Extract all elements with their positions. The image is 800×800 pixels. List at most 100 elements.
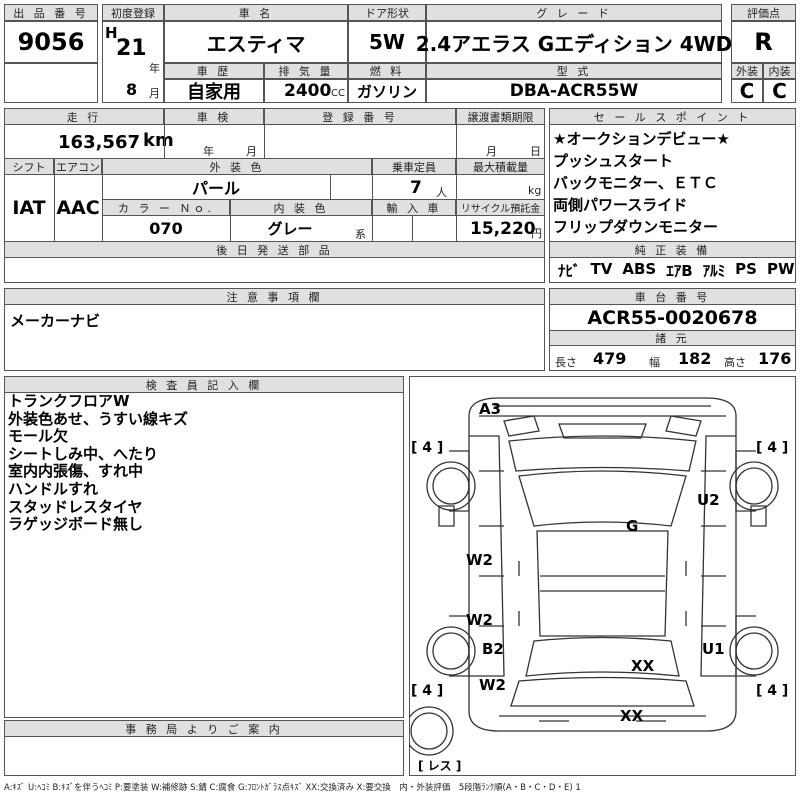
exterior-cell	[731, 79, 763, 103]
equipment-item: ABS	[622, 260, 657, 278]
caution-text: メーカーナビ	[10, 312, 101, 330]
door-label: ドア形状	[348, 4, 426, 21]
transfer-day-unit: 日	[530, 145, 541, 158]
score-value: R	[754, 28, 773, 56]
chassis-label: 車 台 番 号	[549, 288, 796, 305]
lot-no-empty	[4, 63, 98, 103]
max-load-label: 最大積載量	[456, 158, 545, 175]
sales-points-label: セ ー ル ス ポ イ ン ト	[549, 108, 796, 125]
inspector-note: ハンドルすれ	[8, 479, 99, 498]
history-cell	[164, 79, 264, 103]
sales-point-item: ★オークションデビュー★	[553, 130, 730, 148]
first-reg-era: H	[105, 24, 118, 42]
capacity-label: 乗車定員	[372, 158, 456, 175]
damage-mark: G	[626, 517, 639, 535]
first-reg-month-unit: 月	[149, 87, 160, 100]
car-name-cell	[164, 21, 348, 63]
max-load-unit: kg	[528, 184, 542, 197]
tire-badge-front-left: [ 4 ]	[411, 440, 444, 456]
model-value: DBA-ACR55W	[509, 81, 639, 101]
tire-badge-rear-left: [ 4 ]	[411, 683, 444, 699]
inspection-label: 車 検	[164, 108, 264, 125]
car-diagram-frame	[409, 376, 796, 776]
grade-label: グ レ ー ド	[426, 4, 722, 21]
recycle-label: リサイクル預託金	[456, 199, 545, 216]
door-value: 5W	[369, 30, 405, 54]
recycle-value: 15,220	[470, 219, 536, 239]
equipment-item: ｱﾙﾐ	[702, 262, 726, 280]
reg-no-label: 登 録 番 号	[264, 108, 456, 125]
damage-mark: XX	[620, 707, 644, 725]
equipment-item: ｴｱB	[666, 262, 693, 280]
shift-label: シフト	[4, 158, 54, 175]
length-value: 479	[593, 349, 627, 368]
transfer-label: 譲渡書類期限	[456, 108, 545, 125]
inspector-note: 外装色あせ、うすい線キズ	[8, 409, 189, 428]
recycle-unit: 円	[531, 227, 542, 240]
lot-no-value: 9056	[17, 28, 85, 56]
interior-label: 内装	[763, 63, 796, 79]
displacement-value: 2400	[284, 81, 332, 101]
inspector-note: ラゲッジボード無し	[8, 515, 144, 534]
damage-mark: W2	[466, 551, 493, 569]
lot-no-label: 出 品 番 号	[4, 4, 98, 21]
grade-cell	[426, 21, 722, 63]
damage-mark: W2	[479, 676, 506, 694]
displacement-label: 排 気 量	[264, 63, 348, 79]
int-color-label: 内 装 色	[230, 199, 372, 216]
legend-text: A:ｷｽﾞ U:ﾍｺﾐ B:ｷｽﾞを伴うﾍｺﾐ P:要塗装 W:補修跡 S:錆 …	[4, 783, 581, 793]
inspector-note: スタッドレスタイヤ	[8, 497, 143, 516]
capacity-unit: 人	[436, 186, 447, 199]
mileage-value: 163,567	[58, 131, 140, 153]
sales-points-list: ★オークションデビュー★ プッシュスタート バックモニター、ＥＴＣ 両側パワース…	[553, 128, 730, 238]
first-reg-cell	[102, 21, 164, 103]
equipment-list: ﾅﾋﾞ TV ABS ｴｱB ｱﾙﾐ PS PW	[558, 260, 795, 281]
office-label: 事 務 局 よ り ご 案 内	[4, 720, 404, 737]
later-parts-label: 後 日 発 送 部 品	[4, 241, 545, 258]
first-reg-year: 21	[116, 36, 147, 61]
model-label: 型 式	[426, 63, 722, 79]
aircon-label: エアコン	[54, 158, 102, 175]
inspector-note: シートしみ中、へたり	[8, 444, 159, 463]
dimensions-label: 諸 元	[549, 330, 796, 346]
sales-point-item: フリップダウンモニター	[553, 218, 719, 236]
caution-label: 注 意 事 項 欄	[4, 288, 545, 305]
length-label: 長さ	[555, 356, 577, 369]
fuel-value: ガソリン	[356, 82, 417, 101]
first-reg-year-unit: 年	[149, 62, 160, 75]
score-label: 評価点	[731, 4, 796, 21]
inspector-note: 室内内張傷、すれ中	[8, 462, 144, 481]
equipment-item: PW	[766, 260, 795, 278]
equipment-item: ﾅﾋﾞ	[558, 262, 581, 280]
width-value: 182	[678, 349, 712, 368]
damage-mark: XX	[631, 657, 655, 675]
displacement-cell	[264, 79, 348, 103]
damage-mark: A3	[479, 400, 502, 418]
color-label: 外 装 色	[102, 158, 372, 175]
equipment-item: TV	[590, 260, 613, 278]
damage-mark: U1	[702, 640, 725, 658]
color-value: パール	[191, 179, 240, 198]
capacity-value: 7	[410, 178, 422, 198]
inspection-month-unit: 月	[246, 145, 257, 158]
displacement-unit: CC	[331, 88, 345, 99]
fuel-label: 燃 料	[348, 63, 426, 79]
height-label: 高さ	[724, 356, 746, 369]
shift-value: IAT	[12, 197, 46, 219]
inspector-label: 検 査 員 記 入 欄	[4, 376, 404, 393]
car-diagram	[409, 397, 779, 756]
history-value: 自家用	[187, 82, 241, 103]
fuel-cell	[348, 79, 426, 103]
sales-point-item: バックモニター、ＥＴＣ	[553, 174, 718, 192]
score-cell	[731, 21, 796, 63]
transfer-month-unit: 月	[486, 145, 497, 158]
damage-mark: U2	[697, 491, 720, 509]
first-reg-month: 8	[126, 80, 138, 99]
inspector-note: トランクフロアW	[8, 392, 130, 410]
mileage-label: 走 行	[4, 108, 164, 125]
inspector-notes: トランクフロアW 外装色あせ、うすい線キズ モール欠 シートしみ中、へたり 室内…	[8, 392, 189, 534]
spare-tire-label: [ レス ]	[418, 759, 462, 773]
equipment-label: 純 正 装 備	[549, 241, 796, 258]
grade-value: 2.4アエラス Gエディション 4WD	[415, 31, 733, 56]
color-no-label: カ ラ ー Ｎｏ.	[102, 199, 230, 216]
